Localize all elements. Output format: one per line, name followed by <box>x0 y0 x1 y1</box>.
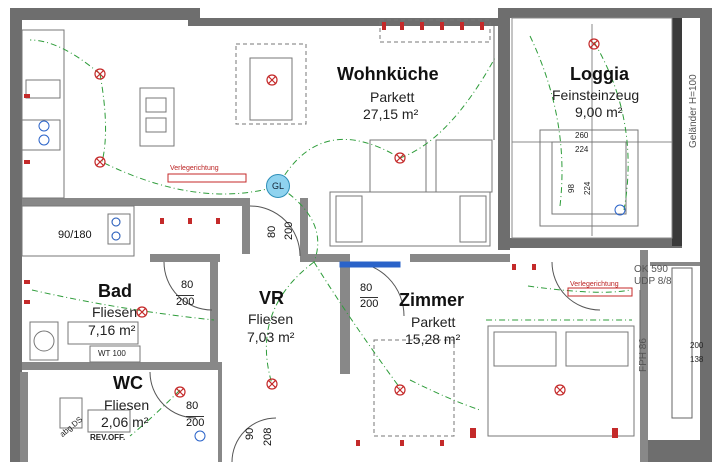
label-verlegerichtung-kitchen: Verlegerichtung <box>170 165 219 172</box>
blue-markers <box>38 120 626 442</box>
dim-loggia-98: 98 <box>567 184 576 193</box>
room-area-loggia: 9,00 m² <box>575 104 623 120</box>
room-area-zimmer: 15,28 m² <box>405 331 461 347</box>
dim-loggia-224: 224 <box>575 145 589 154</box>
dim-loggia-224-vertical: 224 <box>583 181 592 195</box>
room-name-loggia: Loggia <box>570 64 629 84</box>
room-floor-zimmer: Parkett <box>411 314 456 330</box>
socket-marks <box>24 22 618 446</box>
lamp-symbols <box>94 38 600 398</box>
label-rev-off: REV.OFF. <box>90 433 126 442</box>
label-fph: FPH 86 <box>638 338 649 372</box>
dim-loggia-260: 260 <box>575 131 589 140</box>
bedroom-furniture <box>373 325 635 437</box>
dim-shower: 90/180 <box>58 229 92 241</box>
dim-zimmer-door-width: 80 <box>360 282 373 294</box>
electrical-runs <box>29 35 632 437</box>
dim-wc-door-width: 80 <box>186 400 199 412</box>
interior-walls <box>20 198 700 462</box>
room-floor-wc: Fliesen <box>104 397 150 413</box>
label-udp: UDP 8/8 <box>634 276 672 287</box>
room-area-vr: 7,03 m² <box>247 329 295 345</box>
loggia-frame <box>498 14 682 250</box>
dim-bad-door-width: 80 <box>181 279 194 291</box>
window-strips <box>493 26 693 419</box>
kitchen-furniture <box>21 19 493 247</box>
room-floor-vr: Fliesen <box>248 311 294 327</box>
dim-entry-width: 90 <box>244 427 256 440</box>
room-name-wc: WC <box>113 373 143 393</box>
exterior-walls <box>10 8 712 462</box>
loggia-furniture <box>539 129 639 227</box>
label-wt: WT 100 <box>98 349 126 358</box>
dim-zimmer-door-height: 200 <box>360 297 379 310</box>
label-gelaender: Geländer H=100 <box>688 74 699 148</box>
dim-entry-height: 208 <box>262 427 274 446</box>
room-floor-loggia: Feinsteinzeug <box>552 87 640 103</box>
room-name-bad: Bad <box>98 281 133 301</box>
room-floor-wohnkueche: Parkett <box>370 89 415 105</box>
dim-wc-door-height: 200 <box>186 416 205 429</box>
room-floor-bad: Fliesen <box>92 304 138 320</box>
label-verlegerichtung-zimmer: Verlegerichtung <box>570 281 619 288</box>
dim-right-138: 138 <box>690 355 704 364</box>
label-ok590: OK 590 <box>634 264 668 275</box>
dim-right-200: 200 <box>690 341 704 350</box>
gl-marker: GL <box>266 174 290 198</box>
room-name-zimmer: Zimmer <box>399 290 465 310</box>
dim-bad-door-height: 200 <box>176 295 195 308</box>
room-name-vr: VR <box>259 288 285 308</box>
dim-kitchen-door-width: 80 <box>266 225 278 238</box>
room-area-wohnkueche: 27,15 m² <box>363 106 419 122</box>
room-area-bad: 7,16 m² <box>88 322 136 338</box>
bathroom-fixtures <box>21 205 141 433</box>
room-name-wohnkueche: Wohnküche <box>337 64 439 84</box>
room-area-wc: 2,06 m² <box>101 414 149 430</box>
laying-direction-arrows <box>167 173 633 297</box>
dim-kitchen-door-height: 200 <box>283 221 295 240</box>
